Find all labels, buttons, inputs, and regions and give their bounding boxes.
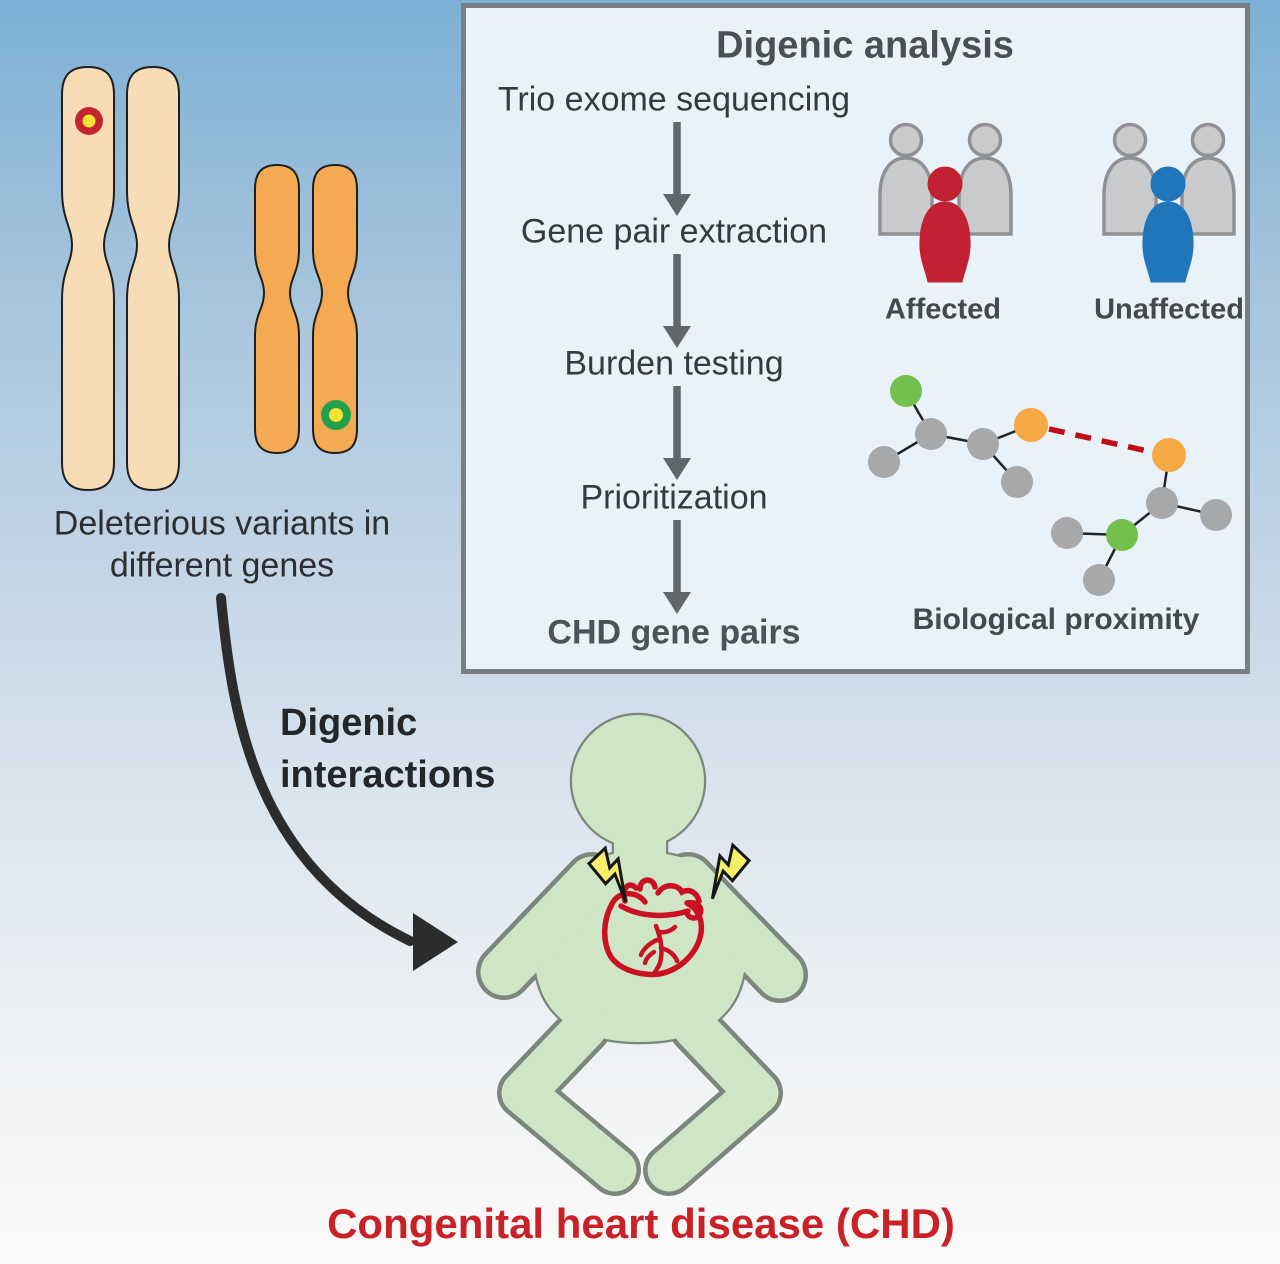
green-node: [1106, 519, 1138, 551]
digenic-interactions-line2: interactions: [280, 754, 496, 796]
variant-marker-red: [75, 107, 103, 135]
flow-arrow-3: [663, 386, 691, 480]
gray-node: [915, 418, 947, 450]
gene-network: [868, 375, 1232, 596]
red-dashed-link: [1048, 426, 1153, 455]
chromosome-caption-line2: different genes: [109, 546, 335, 585]
variant-marker-green: [321, 400, 351, 430]
gray-node: [1200, 499, 1232, 531]
gray-node: [1051, 517, 1083, 549]
flow-step-burden-testing: Burden testing: [564, 344, 784, 383]
flow-arrow-1: [663, 122, 691, 216]
gray-node: [1001, 466, 1033, 498]
gray-node: [967, 428, 999, 460]
flow-step-gene-pair-extraction: Gene pair extraction: [520, 212, 828, 251]
analysis-box-title: Digenic analysis: [716, 24, 1014, 67]
flow-arrow-2: [663, 254, 691, 348]
heart-icon: [602, 877, 705, 978]
chromosome-caption-line1: Deleterious variants in: [53, 504, 391, 543]
flow-arrow-4: [663, 520, 691, 614]
unaffected-label: Unaffected: [1094, 293, 1244, 326]
flowchart-arrows: [663, 122, 691, 614]
analysis-box: [461, 3, 1250, 674]
curved-arrow: [216, 593, 458, 971]
flow-step-chd-gene-pairs: CHD gene pairs: [547, 613, 801, 652]
flow-step-prioritization: Prioritization: [580, 478, 768, 517]
gray-node: [1146, 487, 1178, 519]
biological-proximity-label: Biological proximity: [912, 603, 1200, 636]
chromosome-pair-2: [254, 163, 358, 455]
digenic-interactions-line1: Digenic: [280, 702, 418, 744]
chd-footer-caption: Congenital heart disease (CHD): [327, 1200, 955, 1247]
baby-figure: [476, 712, 808, 1196]
network-nodes: [868, 375, 1232, 596]
green-node: [890, 375, 922, 407]
orange-node: [1014, 408, 1048, 442]
chromosome-pair-1: [61, 65, 180, 492]
gray-node: [1083, 564, 1115, 596]
gray-node: [868, 446, 900, 478]
affected-label: Affected: [884, 293, 1002, 326]
orange-node: [1152, 438, 1186, 472]
flow-step-trio-exome-sequencing: Trio exome sequencing: [497, 80, 851, 119]
